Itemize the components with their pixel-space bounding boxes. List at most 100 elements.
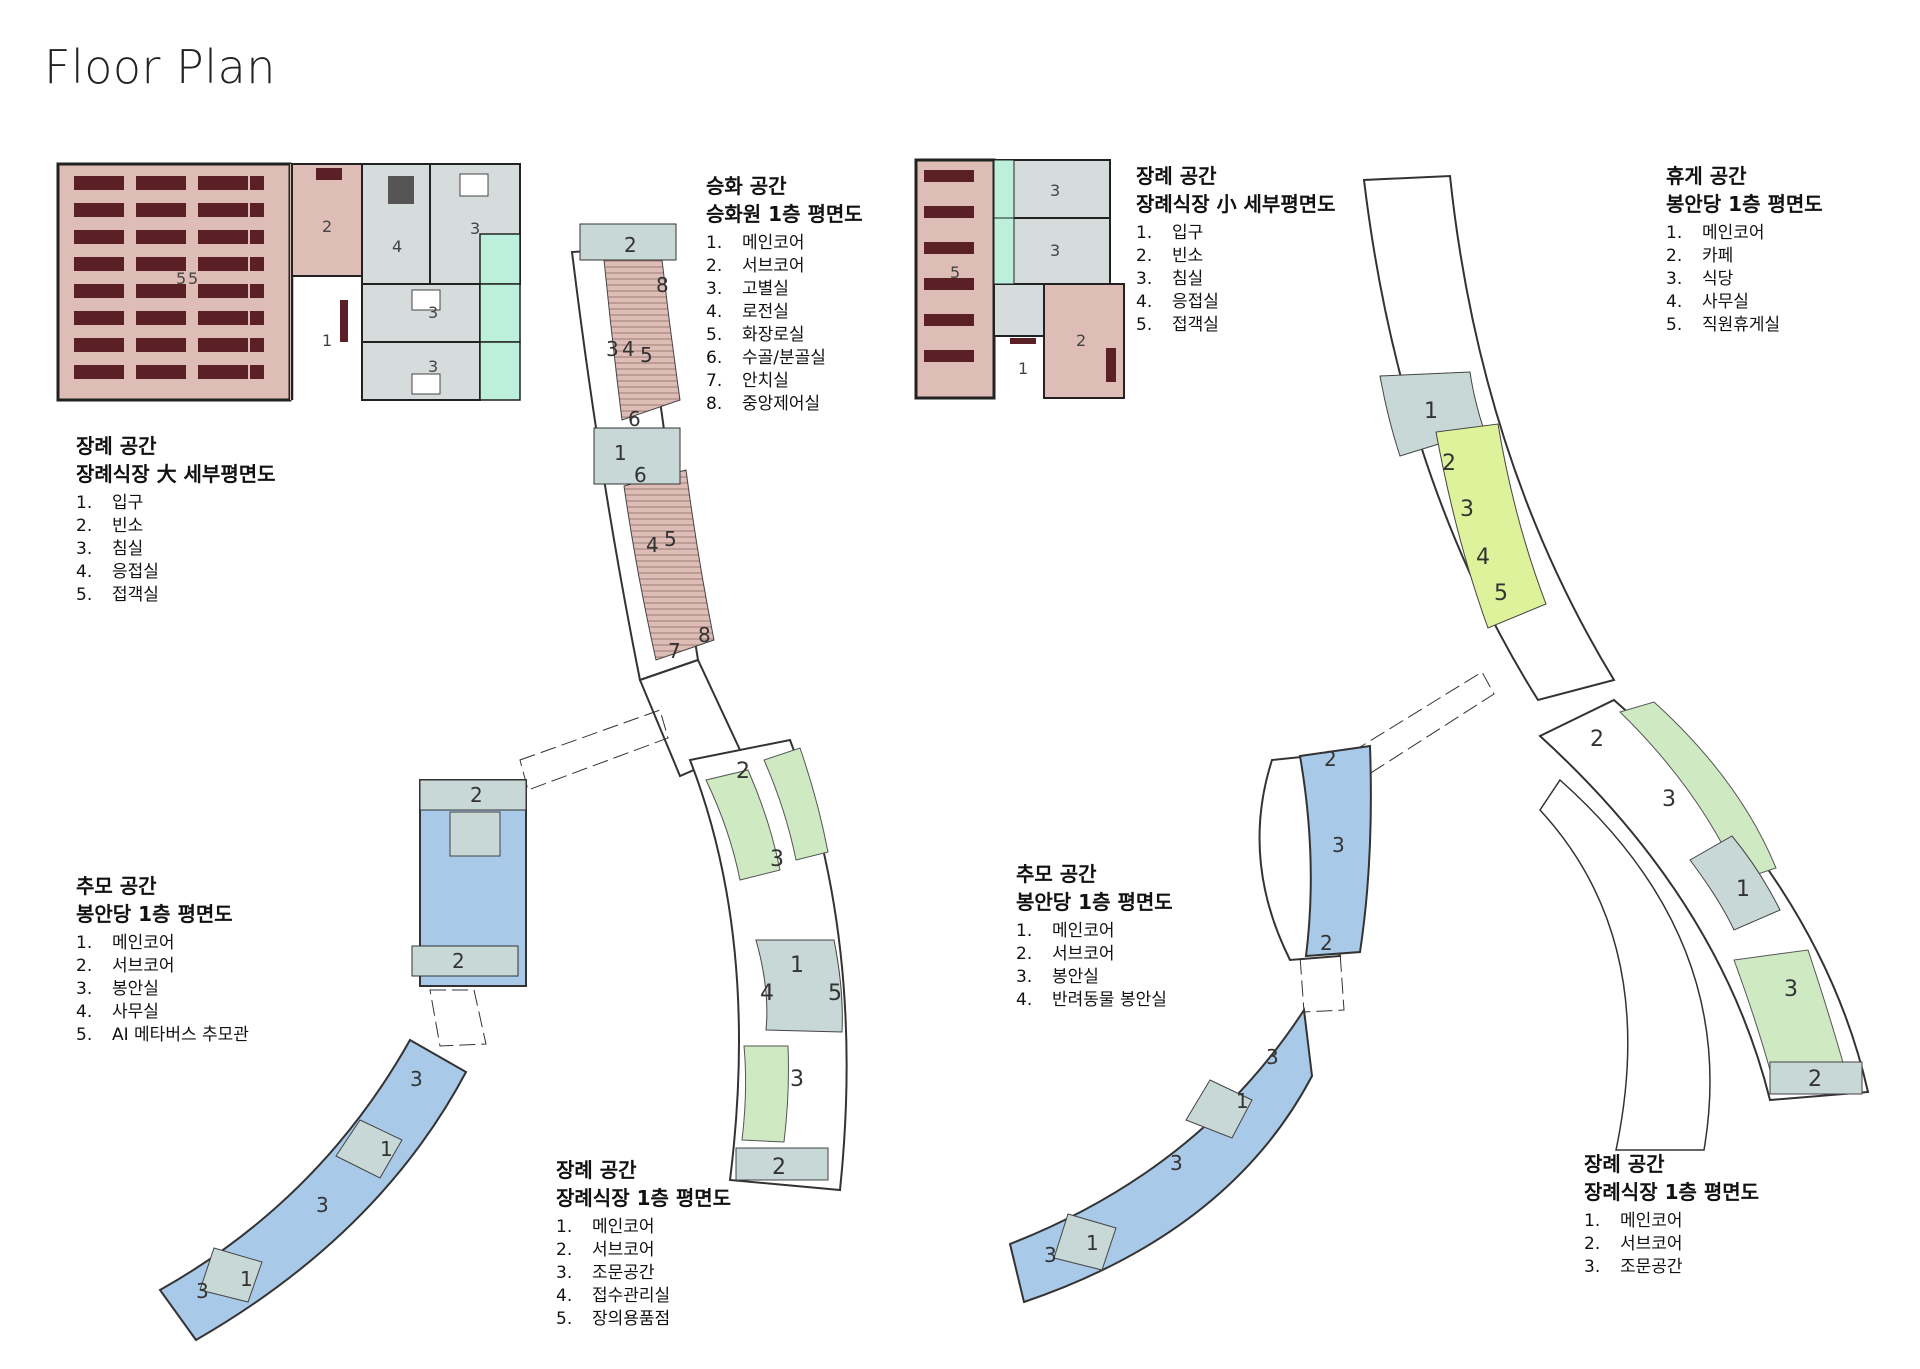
reception-table-small — [924, 206, 974, 218]
memorial-left-block-core-b — [411, 945, 519, 977]
reception-table — [198, 338, 248, 352]
legend-title: 봉안당 1층 평면도 — [76, 902, 233, 926]
legend-category: 추모 공간 — [1016, 862, 1097, 886]
legend-item: 2.서브코어 — [556, 1240, 655, 1260]
label-cr-ash-b: 6 — [634, 463, 647, 487]
label-hc-sub-core-top: 2 — [736, 759, 750, 784]
label-mr-main-core-b: 1 — [1086, 1231, 1099, 1255]
legend-item: 2.빈소 — [1136, 246, 1204, 266]
reception-table — [74, 230, 124, 244]
memorial-right-link — [1299, 951, 1345, 1013]
reception-table — [74, 257, 124, 271]
memorial-right-core-b — [1053, 1213, 1117, 1271]
reception-table — [250, 203, 264, 217]
label-reception: 5 — [176, 269, 186, 288]
legend-title: 봉안당 1층 평면도 — [1016, 890, 1173, 914]
label-rest-restaurant: 3 — [1460, 497, 1474, 522]
label-ml-enshrine-b: 3 — [316, 1193, 329, 1217]
memorial-table — [340, 300, 348, 342]
legend-item: 2.서브코어 — [1016, 944, 1115, 964]
label-cr-control-a: 8 — [656, 273, 669, 297]
room-bath-small-a — [993, 159, 1015, 219]
label-ml-sub-core-a: 2 — [470, 783, 483, 807]
label-cr-furnace: 5 — [640, 343, 653, 367]
reception-table — [250, 257, 264, 271]
reception-table — [74, 284, 124, 298]
cremation-building-plan: 1 2 3 4 5 6 6 7 8 8 4 5 — [570, 223, 742, 778]
funeral-hall-right-plan: 1 2 2 3 3 — [1538, 698, 1870, 1151]
hall-right-sub-core — [1769, 1061, 1863, 1095]
funeral-hall-center-plan: 1 2 2 3 3 4 5 — [688, 738, 848, 1192]
legend-item: 4.반려동물 봉안실 — [1016, 990, 1167, 1010]
reception-table — [136, 311, 186, 325]
hall-right-green-a — [1619, 701, 1777, 881]
legend-list: 1.메인코어 2.서브코어 3.봉안실 4.반려동물 봉안실 — [1016, 920, 1173, 1012]
large-plan-room-labels: 1 2 3 3 3 4 5 5 — [176, 217, 480, 376]
hall-center-room-labels: 1 2 2 3 3 4 5 — [736, 759, 842, 1180]
large-funeral-detail-plan: 1 2 3 3 3 4 5 5 — [56, 162, 521, 402]
label-cr-furnace-lobby-b: 4 — [646, 533, 659, 557]
hall-center-green-b — [763, 747, 829, 861]
label-mr-enshrine-d: 3 — [1044, 1243, 1057, 1267]
legend-item: 2.빈소 — [76, 516, 144, 536]
legend-title: 장례식장 1층 평면도 — [1584, 1180, 1760, 1204]
label-hr-condolence-a: 3 — [1662, 787, 1676, 812]
label-hc-reception: 4 — [760, 981, 774, 1006]
legend-item: 5.직원휴게실 — [1666, 315, 1781, 335]
legend-item: 4.사무실 — [1666, 292, 1749, 312]
legend-category: 장례 공간 — [1584, 1152, 1665, 1176]
label-cr-main-core: 1 — [614, 441, 627, 465]
label-hc-main-core: 1 — [790, 953, 804, 978]
rest-room-labels: 1 2 3 4 5 — [1424, 399, 1508, 606]
label-lounge: 4 — [392, 237, 402, 256]
reception-table-small — [924, 170, 974, 182]
reception-table — [250, 311, 264, 325]
legend-funeral-large-detail: 장례 공간 장례식장 大 세부평면도 1.입구 2.빈소 3.침실 4.응접실 … — [76, 432, 276, 607]
legend-item: 1.메인코어 — [76, 933, 175, 953]
label-rest-main-core: 1 — [1424, 399, 1438, 424]
cremation-strip-pink-b — [623, 469, 715, 661]
memorial-left-room-labels: 1 1 2 2 3 3 3 — [196, 783, 483, 1303]
label-cr-morgue: 7 — [668, 639, 681, 663]
reception-table-small — [924, 278, 974, 290]
label-small-bed-a: 3 — [1050, 181, 1060, 200]
legend-list: 1.메인코어 2.카페 3.식당 4.사무실 5.직원휴게실 — [1666, 222, 1823, 337]
legend-item: 1.입구 — [76, 493, 144, 513]
legend-category: 추모 공간 — [76, 874, 157, 898]
legend-category: 장례 공간 — [556, 1158, 637, 1182]
legend-item: 1.메인코어 — [1584, 1211, 1683, 1231]
label-hr-sub-core-a: 2 — [1590, 727, 1604, 752]
reception-table — [198, 230, 248, 244]
room-mourning-2 — [291, 163, 363, 277]
legend-list: 1.메인코어 2.서브코어 3.조문공간 4.접수관리실 5.장의용품점 — [556, 1216, 731, 1331]
label-hr-sub-core-b: 2 — [1808, 1067, 1822, 1092]
reception-table — [74, 176, 124, 190]
label-bed-a: 3 — [470, 219, 480, 238]
legend-item: 2.카페 — [1666, 246, 1734, 266]
reception-table — [198, 176, 248, 190]
label-bed-c: 3 — [428, 357, 438, 376]
legend-item: 3.조문공간 — [1584, 1257, 1683, 1277]
legend-category: 장례 공간 — [76, 434, 157, 458]
legend-item: 4.로전실 — [706, 302, 789, 322]
legend-item: 5.접객실 — [1136, 315, 1219, 335]
legend-rest: 휴게 공간 봉안당 1층 평면도 1.메인코어 2.카페 3.식당 4.사무실 … — [1666, 162, 1823, 337]
label-ml-enshrine-c: 3 — [196, 1279, 209, 1303]
legend-item: 4.접수관리실 — [556, 1286, 671, 1306]
hall-center-green-c — [741, 1045, 789, 1143]
bed-c — [411, 373, 441, 395]
legend-list: 1.입구 2.빈소 3.침실 4.응접실 5.접객실 — [76, 492, 276, 607]
reception-table — [250, 176, 264, 190]
legend-item: 3.봉안실 — [1016, 967, 1099, 987]
label-entrance: 1 — [322, 331, 332, 350]
hall-right-core — [1689, 835, 1781, 931]
legend-item: 3.침실 — [76, 539, 144, 559]
memorial-left-core-a — [335, 1119, 403, 1179]
reception-tables-small — [924, 170, 974, 362]
label-rest-office: 4 — [1476, 545, 1490, 570]
legend-item: 2.서브코어 — [76, 956, 175, 976]
rest-space-plan: 1 2 3 4 5 — [1362, 174, 1616, 702]
legend-item: 1.입구 — [1136, 223, 1204, 243]
reception-table — [136, 230, 186, 244]
